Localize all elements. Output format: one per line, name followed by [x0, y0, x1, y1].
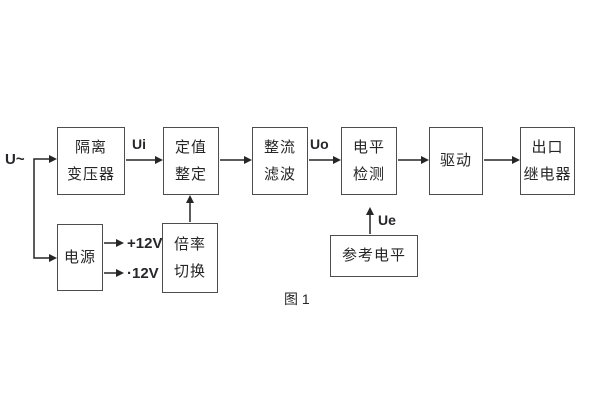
arrow-transformer-setting: [126, 156, 163, 164]
input-branch-wire: [33, 155, 57, 262]
block-label: 变压器: [66, 165, 115, 183]
block-setting-adjust: 定值 整定: [163, 127, 219, 195]
block-power-supply: 电源: [57, 224, 103, 291]
block-label: 整流: [263, 138, 296, 156]
label-uo: Uo: [310, 136, 329, 152]
block-ratio-switch: 倍率 切换: [162, 223, 218, 293]
block-label: 出口: [531, 138, 564, 156]
block-label: 切换: [173, 262, 206, 280]
block-label: 检测: [352, 165, 385, 183]
block-isolation-transformer: 隔离 变压器: [57, 127, 125, 195]
label-ue: Ue: [378, 212, 396, 228]
arrow-level-drive: [398, 156, 429, 164]
label-input-voltage: U~: [5, 151, 25, 168]
block-output-relay: 出口 继电器: [520, 127, 575, 195]
label-plus-12v: +12V: [127, 235, 163, 252]
arrow-power-plus12: [104, 239, 124, 247]
block-label: 参考电平: [341, 247, 406, 264]
block-label: 定值: [174, 138, 207, 156]
label-ui: Ui: [132, 136, 146, 152]
block-label: 电平: [352, 138, 385, 156]
block-label: 继电器: [523, 165, 572, 183]
block-reference-level: 参考电平: [330, 235, 418, 277]
block-label: 驱动: [439, 152, 472, 169]
arrow-setting-rectifier: [220, 156, 252, 164]
label-minus-12v: ·12V: [127, 265, 159, 282]
block-label: 隔离: [74, 138, 107, 156]
block-rectifier-filter: 整流 滤波: [252, 127, 308, 195]
arrow-drive-relay: [484, 156, 520, 164]
arrow-power-minus12: [104, 269, 124, 277]
block-label: 滤波: [263, 165, 296, 183]
block-label: 电源: [63, 248, 96, 266]
block-label: 整定: [174, 165, 207, 183]
block-level-detect: 电平 检测: [341, 127, 397, 195]
arrow-rectifier-level: [309, 156, 341, 164]
block-drive: 驱动: [429, 127, 483, 195]
block-label: 倍率: [173, 235, 206, 253]
figure-caption: 图 1: [284, 291, 310, 307]
arrow-ratio-setting: [186, 195, 194, 222]
arrow-reference-level: [366, 207, 374, 234]
